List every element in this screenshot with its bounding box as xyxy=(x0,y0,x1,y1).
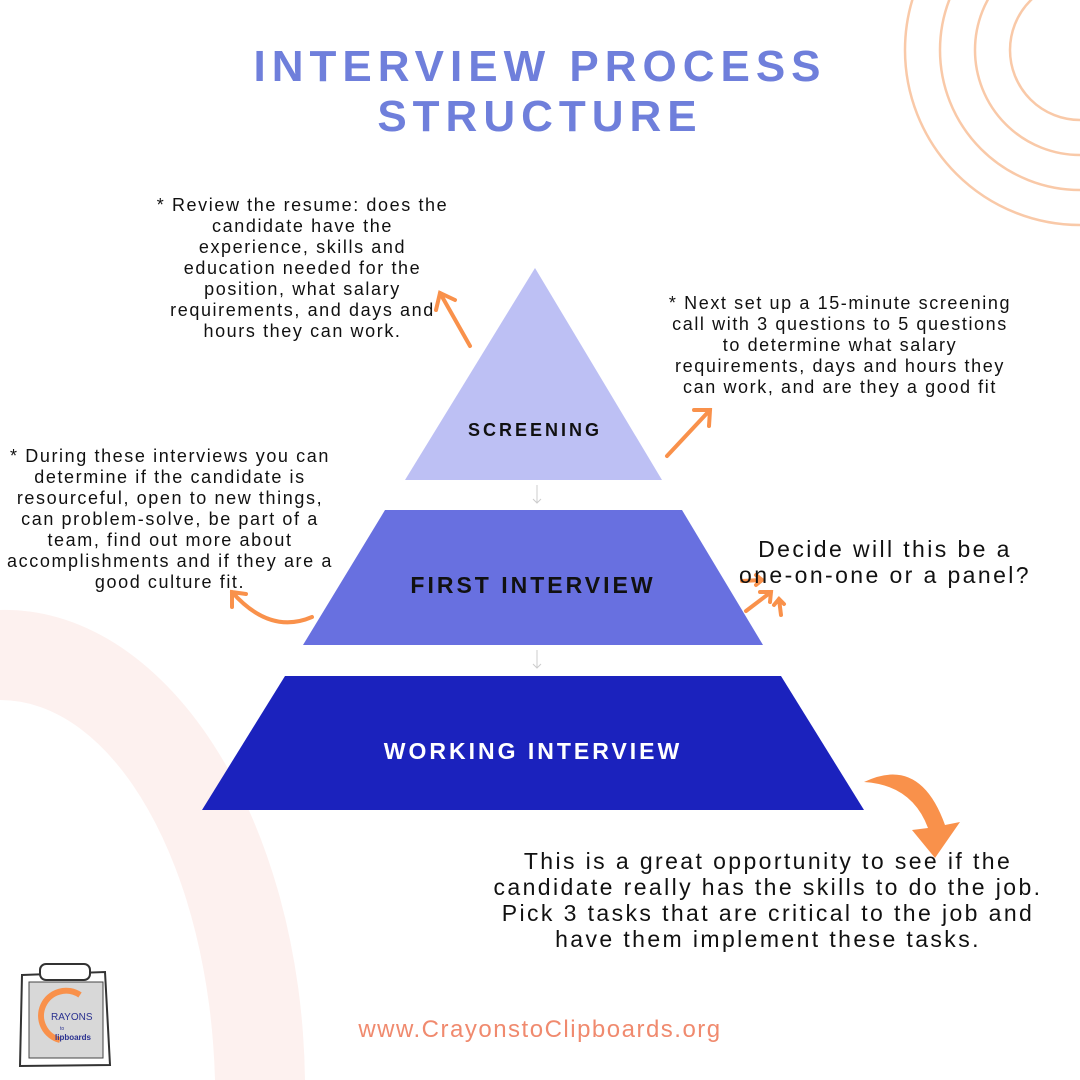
connector-arrows xyxy=(532,485,542,669)
note-screening-call: * Next set up a 15-minute screening call… xyxy=(668,293,1012,397)
orange-arrows xyxy=(230,290,786,625)
pyramid-level-working-interview xyxy=(202,676,864,810)
note-first-interview: * During these interviews you can determ… xyxy=(7,446,333,592)
level-label-screening: SCREENING xyxy=(467,420,602,440)
note-working-interview: This is a great opportunity to see if th… xyxy=(493,848,1043,952)
footer-url[interactable]: www.CrayonstoClipboards.org xyxy=(358,1016,722,1043)
svg-text:RAYONS: RAYONS xyxy=(51,1012,93,1023)
concentric-arcs xyxy=(903,0,1080,227)
logo: RAYONS to lipboards xyxy=(18,963,112,1068)
note-resume: * Review the resume: does the candidate … xyxy=(156,195,449,341)
svg-text:to: to xyxy=(60,1026,64,1032)
curved-arrow-icon xyxy=(864,774,960,858)
svg-text:lipboards: lipboards xyxy=(55,1033,92,1042)
pyramid-level-first-interview xyxy=(303,510,763,645)
note-interview-format: Decide will this be a one-on-one or a pa… xyxy=(739,536,1031,588)
title-line-1: INTERVIEW PROCESS xyxy=(253,42,827,91)
level-label-first-interview: FIRST INTERVIEW xyxy=(410,572,656,598)
page-title: INTERVIEW PROCESS STRUCTURE xyxy=(0,42,1080,142)
pyramid-level-screening xyxy=(405,268,662,480)
background-arc xyxy=(0,609,305,1080)
title-line-2: STRUCTURE xyxy=(377,92,703,141)
level-label-working-interview: WORKING INTERVIEW xyxy=(383,738,683,764)
